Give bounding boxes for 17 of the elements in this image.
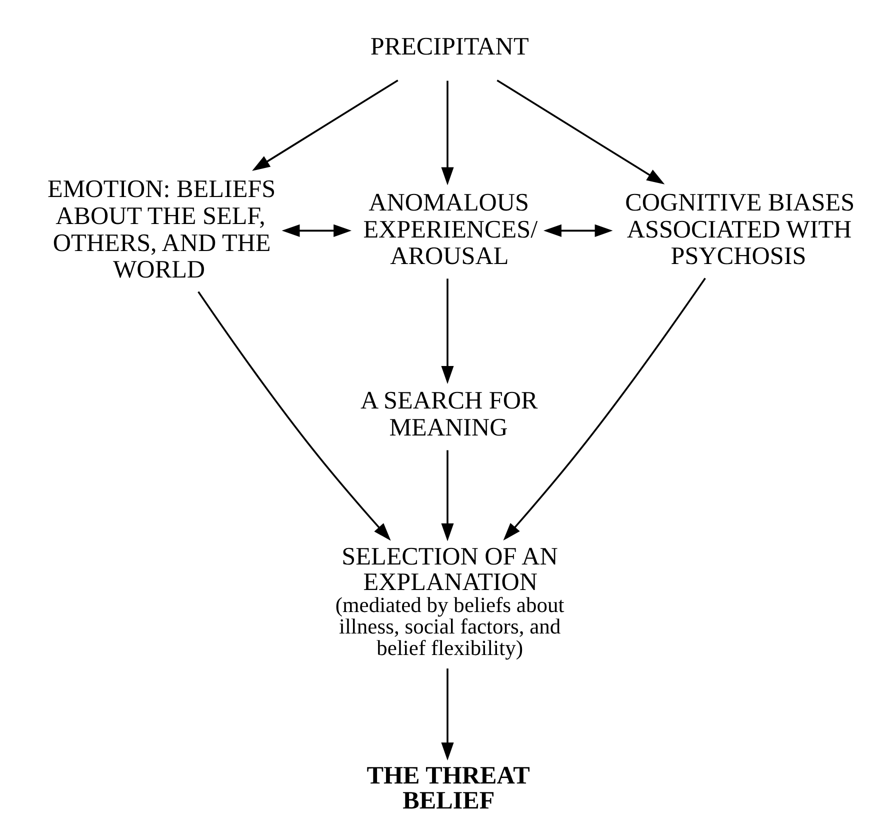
node-text: A SEARCH FOR MEANING [360,388,538,442]
arrow [440,278,454,384]
node-text: ANOMALOUS EXPERIENCES/ AROUSAL [362,189,538,270]
node-text: SELECTION OF AN EXPLANATION (mediated by beliefs about illness, social factors, and belief flexibility) [334,544,564,660]
arrow [440,668,454,760]
node-text: COGNITIVE BIASES ASSOCIATED WITH PSYCHOSIS [624,189,854,270]
node-text: PRECIPITANT [370,33,528,60]
arrow [496,80,664,184]
node-text: THE THREAT BELIEF [366,762,530,815]
arrow [502,278,706,541]
arrow [542,224,612,237]
arrow [252,80,398,171]
node-text: EMOTION: BELIEFS ABOUT THE SELF, OTHERS, AND THE WORLD [47,176,276,284]
arrow [440,450,454,542]
arrow [281,224,352,237]
arrow [440,80,454,186]
arrow [197,291,390,541]
